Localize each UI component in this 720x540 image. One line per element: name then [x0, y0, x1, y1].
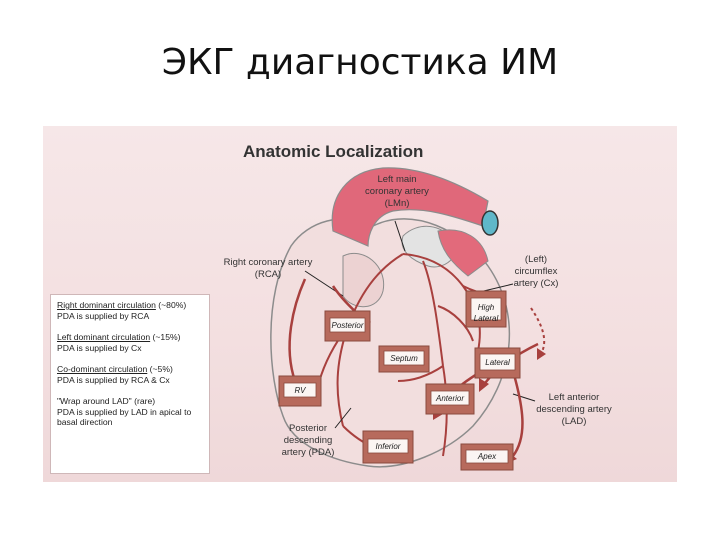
- dominance-legend: Right dominant circulation (~80%) PDA is…: [50, 294, 210, 474]
- wall-inferior: Inferior: [375, 442, 401, 451]
- figure-title: Anatomic Localization: [243, 142, 424, 161]
- wall-rv: RV: [294, 386, 306, 395]
- legend-item: Co-dominant circulation (~5%) PDA is sup…: [57, 364, 173, 385]
- legend-item: Right dominant circulation (~80%) PDA is…: [57, 300, 187, 321]
- wall-lateral: Lateral: [485, 358, 510, 367]
- label-circumflex: (Left) circumflex artery (Cx): [513, 254, 559, 289]
- wall-posterior: Posterior: [331, 321, 364, 330]
- label-lad: Left anterior descending artery (LAD): [536, 392, 612, 427]
- label-left-main: Left main coronary artery (LMn): [365, 174, 429, 209]
- slide-title: ЭКГ диагностика ИМ: [161, 42, 559, 83]
- left-atrium: [437, 229, 489, 277]
- aorta: [331, 167, 489, 247]
- label-pda: Posterior descending artery (PDA): [281, 423, 335, 458]
- vessel-stub: [481, 210, 499, 236]
- right-atrium: [342, 253, 385, 308]
- wall-septum: Septum: [390, 354, 418, 363]
- wall-high-lateral: High Lateral: [473, 303, 499, 323]
- anatomy-figure: Anatomic Localization: [43, 126, 677, 482]
- wall-anterior: Anterior: [435, 394, 464, 403]
- label-rca: Right coronary artery (RCA): [223, 257, 313, 280]
- wall-apex: Apex: [477, 452, 497, 461]
- heart-illustration: [270, 167, 546, 471]
- legend-item: Left dominant circulation (~15%) PDA is …: [57, 332, 181, 353]
- brick-faces: [283, 297, 516, 464]
- legend-item: "Wrap around LAD" (rare) PDA is supplied…: [57, 396, 192, 427]
